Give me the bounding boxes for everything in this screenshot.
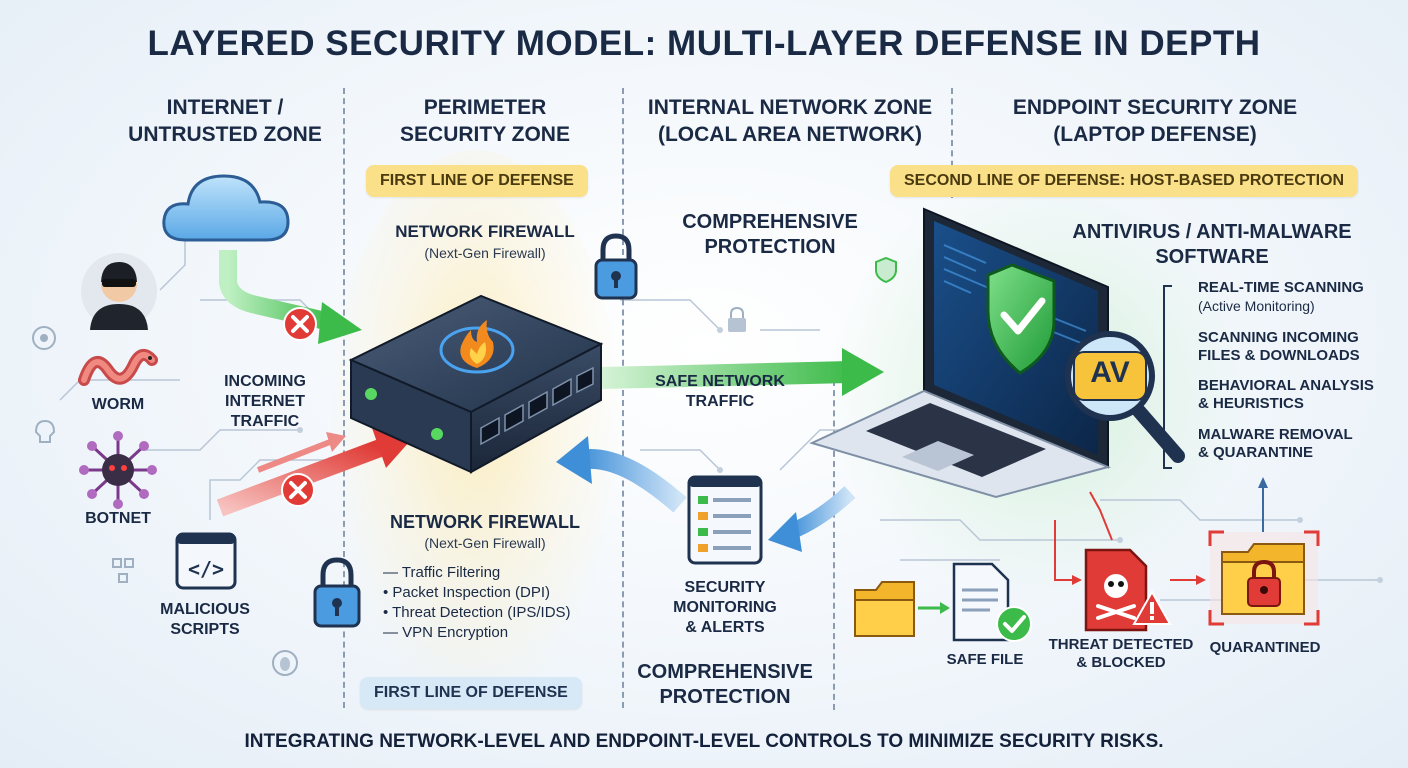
scripts-label: MALICIOUS SCRIPTS	[160, 601, 250, 638]
zone-title-endpoint: ENDPOINT SECURITY ZONE (LAPTOP DEFENSE)	[1012, 96, 1298, 146]
firewall-subtitle: (Next-Gen Firewall)	[424, 245, 546, 261]
safe-file-label: SAFE FILE	[946, 651, 1024, 668]
network-node-icon	[112, 558, 134, 583]
blocked-x-icon	[283, 307, 317, 341]
zone-title-internet: INTERNET / UNTRUSTED ZONE	[128, 96, 322, 146]
av-feature-subtitle: (Active Monitoring)	[1198, 298, 1315, 314]
second-line-badge: SECOND LINE OF DEFENSE: HOST-BASED PROTE…	[890, 165, 1359, 197]
svg-text:</>: </>	[188, 557, 224, 581]
laptop-icon	[809, 207, 1112, 499]
page-title: LAYERED SECURITY MODEL: MULTI-LAYER DEFE…	[147, 24, 1261, 63]
av-software-title: ANTIVIRUS / ANTI-MALWARE SOFTWARE	[1072, 221, 1352, 268]
firewall-feature: — Traffic Filtering	[383, 564, 501, 581]
botnet-label: BOTNET	[85, 510, 151, 527]
safe-traffic-label: SAFE NETWORK TRAFFIC	[655, 373, 785, 410]
firewall-title-2: NETWORK FIREWALL	[390, 512, 580, 532]
zone-divider-2	[622, 88, 624, 708]
threat-blocked-label: THREAT DETECTED & BLOCKED	[1048, 636, 1194, 671]
biohazard-icon	[32, 326, 56, 350]
bug-icon	[272, 650, 298, 676]
zone-divider-1	[343, 88, 345, 708]
av-feature-behavioral: BEHAVIORAL ANALYSIS & HEURISTICS	[1198, 377, 1374, 412]
threat-file-icon	[1084, 548, 1172, 632]
blocked-x-icon	[281, 473, 315, 507]
quarantine-folder-icon	[1208, 530, 1320, 626]
av-badge-label: AV	[1090, 356, 1130, 389]
firewall-feature: • Packet Inspection (DPI)	[383, 584, 550, 601]
monitoring-label: SECURITY MONITORING & ALERTS	[673, 579, 777, 636]
first-line-badge-bottom: FIRST LINE OF DEFENSE	[360, 677, 582, 709]
worm-label: WORM	[91, 396, 145, 413]
padlock-icon	[594, 233, 638, 300]
worm-icon	[78, 348, 158, 386]
skull-icon	[34, 419, 56, 443]
comprehensive-protection-top: COMPREHENSIVE PROTECTION	[682, 211, 858, 258]
first-line-badge-top: FIRST LINE OF DEFENSE	[366, 165, 588, 197]
hacker-icon	[81, 253, 157, 330]
small-lock-icon	[728, 306, 746, 332]
firewall-device-icon	[348, 294, 604, 474]
firewall-subtitle-2: (Next-Gen Firewall)	[424, 535, 546, 551]
quarantined-label: QUARANTINED	[1209, 639, 1321, 656]
small-shield-icon	[875, 256, 897, 284]
firewall-features: — Traffic Filtering • Packet Inspection …	[383, 563, 571, 643]
safe-file-icon	[952, 562, 1032, 642]
monitoring-document-icon	[687, 475, 763, 565]
features-bracket	[1163, 285, 1172, 469]
av-feature-removal: MALWARE REMOVAL & QUARANTINE	[1198, 426, 1353, 461]
zone-divider-3	[833, 380, 835, 710]
av-feature-realtime: REAL-TIME SCANNING (Active Monitoring)	[1198, 279, 1398, 315]
firewall-feature: • Threat Detection (IPS/IDS)	[383, 604, 571, 621]
zone-divider-3-top	[951, 88, 953, 198]
botnet-icon	[79, 431, 157, 509]
comprehensive-protection-bottom: COMPREHENSIVE PROTECTION	[637, 661, 813, 708]
cloud-icon	[162, 174, 290, 242]
code-window-icon: </>	[175, 532, 237, 590]
firewall-feature: — VPN Encryption	[383, 624, 509, 641]
zone-title-internal: INTERNAL NETWORK ZONE (LOCAL AREA NETWOR…	[647, 96, 933, 146]
av-badge-icon	[1073, 351, 1147, 401]
av-feature-downloads: SCANNING INCOMING FILES & DOWNLOADS	[1198, 329, 1360, 364]
padlock-icon	[313, 557, 361, 628]
incoming-traffic-label: INCOMING INTERNET TRAFFIC	[224, 373, 306, 430]
footer-caption: INTEGRATING NETWORK-LEVEL AND ENDPOINT-L…	[244, 731, 1164, 752]
zone-title-perimeter: PERIMETER SECURITY ZONE	[400, 96, 570, 146]
folder-icon	[854, 581, 915, 637]
av-feature-title: REAL-TIME SCANNING	[1198, 279, 1364, 296]
firewall-title: NETWORK FIREWALL	[395, 222, 575, 241]
